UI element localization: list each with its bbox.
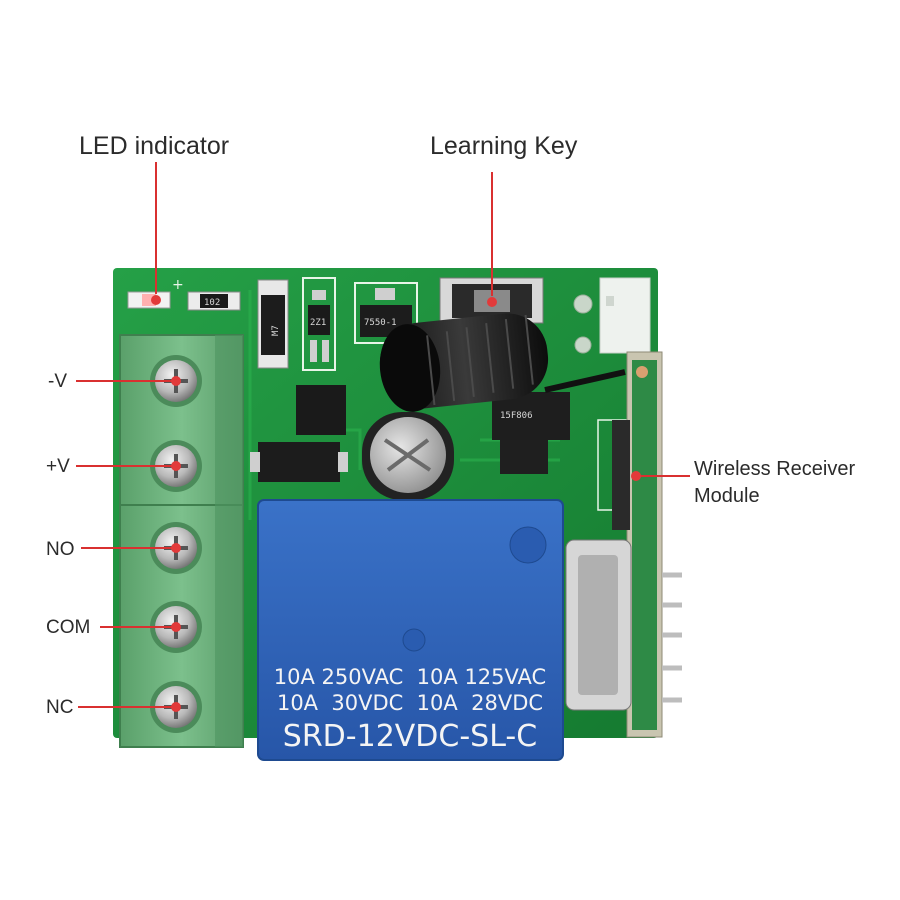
antenna-coil: [379, 313, 626, 412]
receiver-label-line1: Wireless Receiver: [694, 458, 855, 480]
pos-v-label: +V: [46, 456, 70, 477]
transistor-component: 2Z1: [302, 277, 336, 371]
no-callout-dot: [171, 543, 181, 553]
no-label: NO: [46, 539, 75, 560]
plus-silkscreen: +: [172, 277, 184, 293]
diode-marking: M7: [271, 325, 281, 336]
receiver-label-line2: Module: [694, 485, 760, 507]
neg-v-callout-dot: [171, 376, 181, 386]
ic-chip: 15F806: [492, 392, 570, 440]
regulator-marking: 7550-1: [364, 318, 397, 328]
relay-rating-line2: 10A 30VDC 10A 28VDC: [277, 691, 543, 715]
wireless-receiver-module: [565, 351, 682, 738]
led-indicator-label: LED indicator: [79, 132, 229, 160]
resistor-marking: 102: [204, 298, 220, 308]
ic-marking: 15F806: [500, 411, 533, 421]
capacitor-component: [362, 412, 454, 500]
nc-label: NC: [46, 697, 73, 718]
resistor-component: 102: [187, 291, 241, 311]
learning-key-label: Learning Key: [430, 132, 578, 160]
callout-lines: [76, 162, 690, 712]
transistor-marking: 2Z1: [310, 318, 326, 328]
led-callout-dot: [151, 295, 161, 305]
relay-component: 10A 250VAC 10A 125VAC 10A 30VDC 10A 28VD…: [257, 499, 564, 761]
relay-rating-line1: 10A 250VAC 10A 125VAC: [274, 665, 546, 689]
com-callout-dot: [171, 622, 181, 632]
neg-v-label: -V: [48, 371, 67, 392]
com-label: COM: [46, 617, 90, 638]
learning-key-callout-dot: [487, 297, 497, 307]
screw-terminal-block: [119, 334, 244, 748]
pos-v-callout-dot: [171, 461, 181, 471]
nc-callout-dot: [171, 702, 181, 712]
relay-model: SRD-12VDC-SL-C: [283, 719, 537, 754]
smd-parts-cluster: [250, 385, 639, 511]
receiver-callout-dot: [631, 471, 641, 481]
diode-component: M7: [257, 279, 289, 369]
